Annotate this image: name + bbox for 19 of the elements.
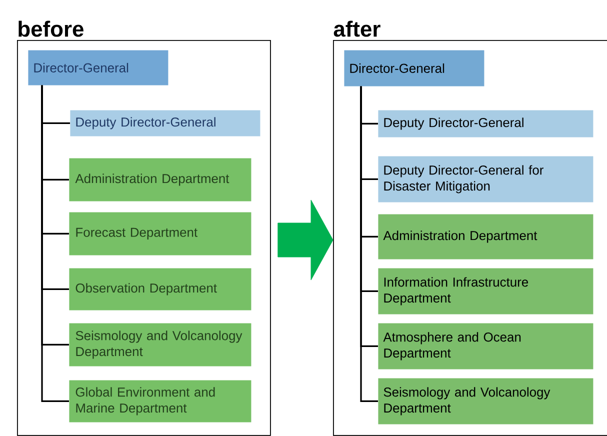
node-label: before [18, 20, 84, 37]
deputy-box: Deputy Director-General [70, 110, 260, 136]
deputy-box: Deputy Director-General for Disaster Mitigation [378, 156, 594, 202]
director-box: Director-General [344, 50, 484, 86]
node-label: after [334, 20, 380, 37]
connector-line [360, 86, 378, 402]
department-box: Seismology and Volcanology Department [378, 378, 594, 424]
director-box: Director-General [28, 50, 168, 86]
department-box: Administration Department [378, 214, 594, 260]
block-arrow [278, 200, 334, 280]
department-box: Atmosphere and Ocean Department [378, 323, 594, 370]
department-box: Global Environment and Marine Department [69, 380, 252, 422]
deputy-box: Deputy Director-General [378, 110, 594, 138]
department-box: Observation Department [69, 268, 252, 310]
department-box: Information Infrastructure Department [378, 268, 594, 314]
department-box: Seismology and Volcanology Department [69, 323, 252, 366]
department-box: Forecast Department [69, 212, 252, 256]
connector-line [41, 85, 69, 402]
department-box: Administration Department [69, 158, 252, 202]
